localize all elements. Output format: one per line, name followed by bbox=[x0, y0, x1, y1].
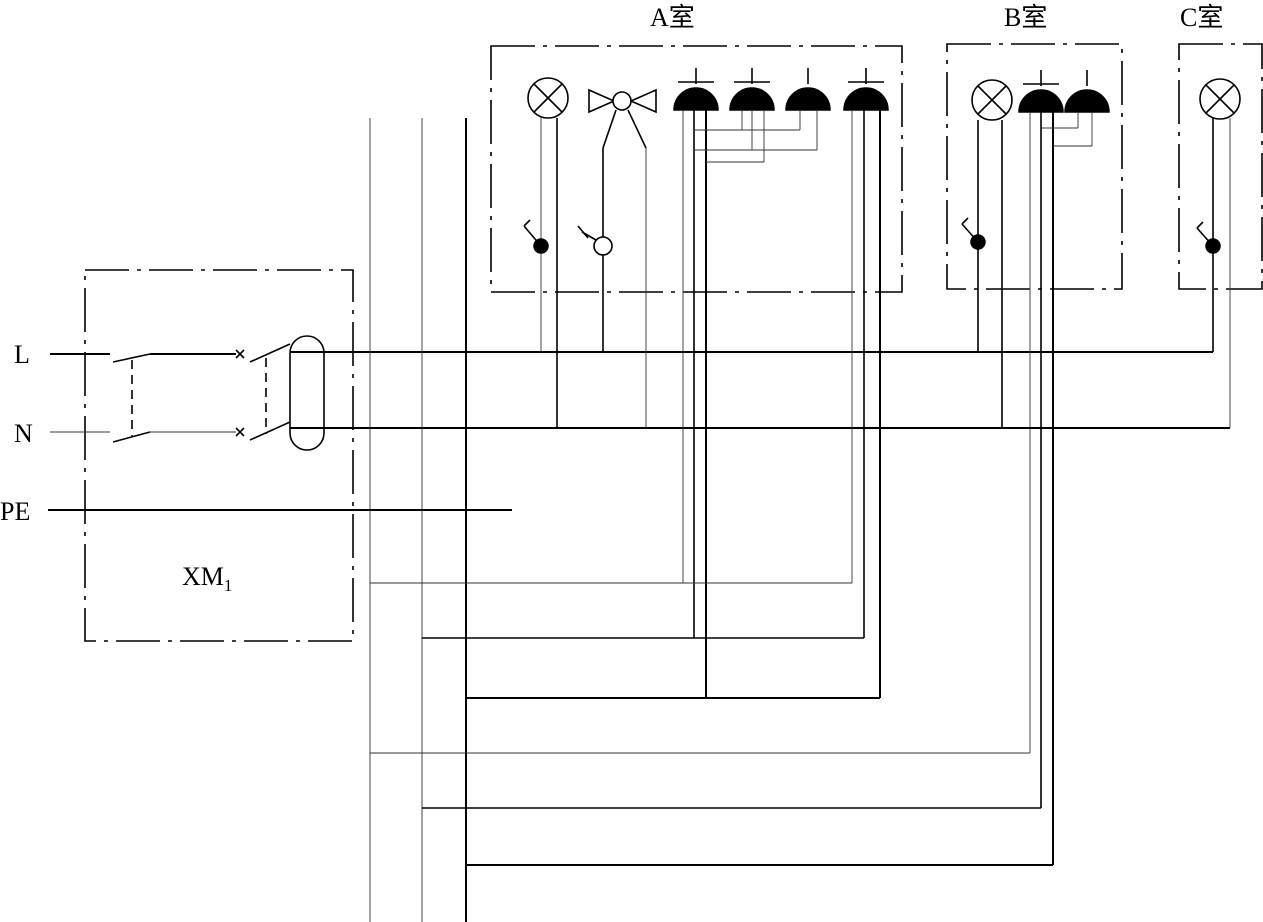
switch-icon bbox=[1196, 221, 1221, 254]
room-c-label: C室 bbox=[1180, 3, 1223, 32]
room-b-label: B室 bbox=[1004, 3, 1047, 32]
room-a-label: A室 bbox=[650, 3, 695, 32]
lamp-icon bbox=[527, 77, 569, 119]
rcd-breaker-symbol bbox=[235, 335, 325, 451]
switch-icon bbox=[961, 217, 986, 250]
main-switch-symbol bbox=[112, 353, 236, 443]
box-name-label: XM1 bbox=[182, 562, 232, 595]
room-c-box bbox=[1178, 43, 1263, 290]
switch-icon bbox=[523, 219, 549, 254]
socket-icon bbox=[785, 68, 831, 111]
box-name-main: XM bbox=[182, 562, 224, 591]
socket-icon bbox=[1064, 70, 1110, 113]
distribution-box-xm1 bbox=[84, 269, 354, 642]
socket-icon bbox=[1018, 70, 1064, 113]
room-b-box bbox=[946, 43, 1123, 290]
exhaust-fan-icon bbox=[588, 88, 657, 149]
socket-icon bbox=[729, 68, 775, 111]
line-l-label: L bbox=[14, 340, 30, 369]
fan-switch-icon bbox=[577, 225, 613, 256]
line-n-label: N bbox=[14, 419, 33, 448]
room-a-socket-interconnect bbox=[682, 110, 881, 698]
room-b-socket-interconnect bbox=[1029, 112, 1093, 865]
socket-icon bbox=[673, 68, 719, 111]
lamp-icon bbox=[1199, 78, 1241, 120]
room-a-box bbox=[490, 45, 903, 293]
line-pe-label: PE bbox=[0, 497, 30, 526]
socket-icon bbox=[843, 68, 889, 111]
box-name-subscript: 1 bbox=[224, 576, 233, 595]
lamp-icon bbox=[971, 79, 1013, 121]
